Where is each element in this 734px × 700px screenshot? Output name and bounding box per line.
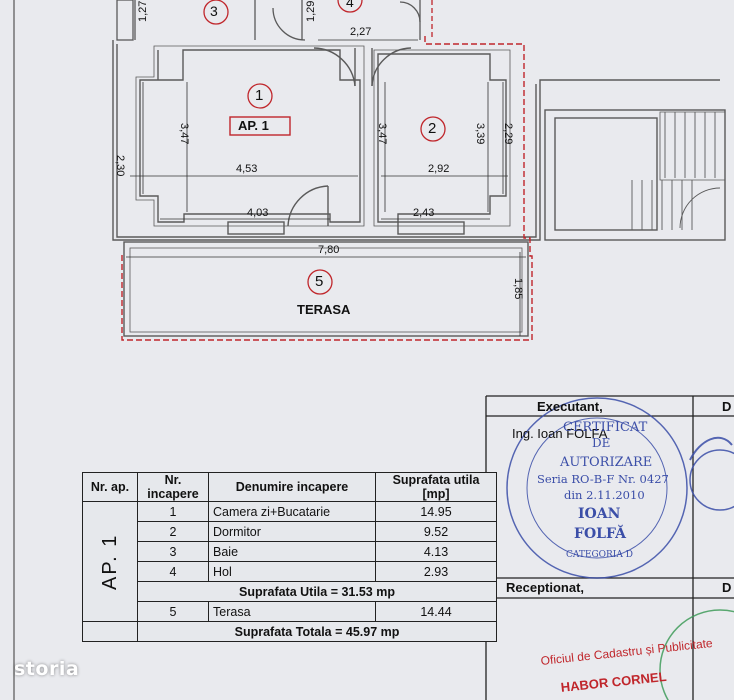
table-row: 5 Terasa 14.44	[83, 601, 497, 622]
stamp-line-1: CERTIFICAT	[563, 420, 648, 435]
column-d-1: D	[722, 399, 732, 414]
grand-total-row: Suprafata Totala = 45.97 mp	[82, 621, 497, 642]
apartment-label-box	[229, 116, 291, 136]
dim-347a: 3,47	[178, 123, 190, 145]
room-4-circle	[337, 0, 363, 13]
room-1-circle	[247, 83, 273, 109]
terrace-label: TERASA	[297, 302, 351, 317]
useful-total: Suprafata Utila = 31.53 mp	[137, 581, 497, 602]
row-4-area: 2.93	[375, 561, 497, 582]
room-2-number: 2	[428, 120, 437, 137]
header-suprafata: Suprafata utila [mp]	[375, 472, 497, 502]
stamp-line-7: FOLFĂ	[574, 526, 626, 542]
storia-watermark: storia	[14, 658, 80, 680]
row-2-area: 9.52	[375, 521, 497, 542]
dim-403: 4,03	[247, 207, 269, 219]
dim-780: 7,80	[318, 244, 340, 256]
dim-227: 2,27	[350, 26, 372, 38]
table-row: 3 Baie 4.13	[83, 541, 497, 562]
executant-label: Executant,	[537, 399, 603, 414]
room-2-circle	[420, 116, 446, 142]
header-nr-incapere: Nr. incapere	[137, 472, 209, 502]
executant-name: Ing. Ioan FOLFA	[512, 426, 608, 441]
row-2-nr: 2	[137, 521, 209, 542]
stamp-line-4: Seria RO-B-F Nr. 0427	[537, 472, 669, 486]
row-1-name: Camera zi+Bucatarie	[208, 501, 376, 522]
room-1-number: 1	[255, 87, 264, 104]
stamp-line-3: AUTORIZARE	[560, 455, 653, 470]
useful-total-row: Suprafata Utila = 31.53 mp	[83, 581, 497, 602]
room-4-number: 4	[346, 0, 354, 10]
row-5-area: 14.44	[375, 601, 497, 622]
column-d-2: D	[722, 580, 732, 595]
stamp-line-5: din 2.11.2010	[564, 488, 645, 502]
row-3-area: 4.13	[375, 541, 497, 562]
header-denumire: Denumire incapere	[208, 472, 376, 502]
room-3-circle	[203, 0, 229, 25]
room-5-circle	[307, 269, 333, 295]
dim-127: 1,27	[137, 0, 149, 22]
header-nr-ap: Nr. ap.	[82, 472, 138, 502]
grand-total: Suprafata Totala = 45.97 mp	[137, 621, 497, 642]
apartment-outline	[121, 36, 533, 341]
row-1-area: 14.95	[375, 501, 497, 522]
row-3-name: Baie	[208, 541, 376, 562]
authorization-stamp	[506, 397, 734, 700]
apartment-cell: AP. 1	[82, 501, 138, 622]
row-3-nr: 3	[137, 541, 209, 562]
walls	[112, 40, 726, 337]
stamp-line-2: DE	[592, 436, 611, 450]
dim-292: 2,92	[428, 163, 450, 175]
stairs	[631, 112, 721, 230]
dim-129: 1,29	[305, 0, 317, 22]
receptionat-label: Receptionat,	[506, 580, 585, 595]
row-4-nr: 4	[137, 561, 209, 582]
row-1-nr: 1	[137, 501, 209, 522]
dim-243: 2,43	[413, 207, 435, 219]
table-header-row: Nr. ap. Nr. incapere Denumire incapere S…	[82, 472, 497, 502]
dim-185: 1,85	[512, 278, 524, 300]
grand-total-spacer	[82, 621, 138, 642]
upper-rooms	[116, 0, 421, 41]
dim-347b: 3,47	[376, 123, 388, 145]
apartment-label: AP. 1	[238, 118, 269, 133]
dim-230: 2,30	[114, 155, 126, 177]
row-4-name: Hol	[208, 561, 376, 582]
room-3-number: 3	[210, 3, 218, 19]
dim-339: 3,39	[474, 123, 486, 145]
row-5-nr: 5	[137, 601, 209, 622]
dim-453: 4,53	[236, 163, 258, 175]
stamp-category: CATEGORIA D	[566, 550, 633, 560]
table-row: 2 Dormitor 9.52	[83, 521, 497, 542]
stamp-line-6: IOAN	[578, 506, 621, 522]
table-row: AP. 1 1 Camera zi+Bucatarie 14.95	[82, 501, 497, 622]
row-5-name: Terasa	[208, 601, 376, 622]
room-table: Nr. ap. Nr. incapere Denumire incapere S…	[82, 472, 497, 642]
row-2-name: Dormitor	[208, 521, 376, 542]
table-row: 4 Hol 2.93	[83, 561, 497, 582]
dimension-lines	[126, 39, 526, 336]
dim-229: 2,29	[502, 123, 514, 145]
room-5-number: 5	[315, 273, 324, 290]
